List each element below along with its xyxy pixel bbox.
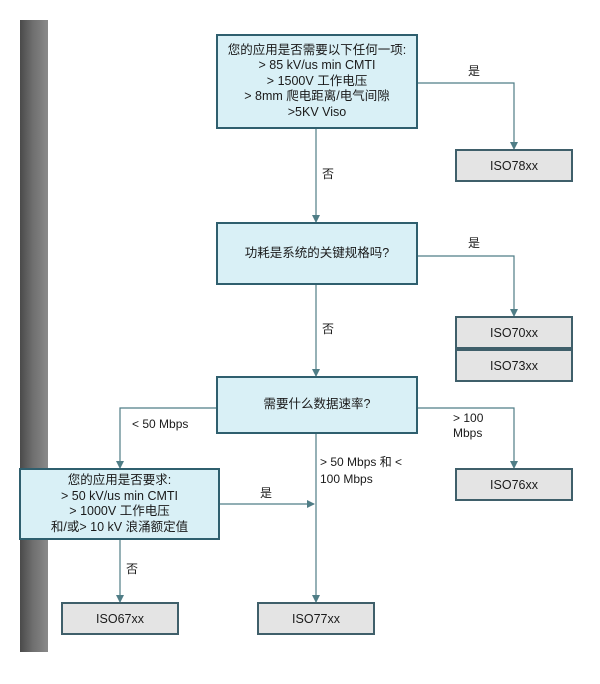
q1-yes-connector	[418, 82, 518, 150]
q3-high-label-line2: Mbps	[453, 426, 483, 440]
left-edge-bar	[20, 20, 48, 652]
q3-low-connector	[116, 407, 216, 469]
q3-high-label-line1: > 100	[453, 411, 484, 425]
question-box-q1: 您的应用是否需要以下任何一项: > 85 kV/us min CMTI > 15…	[216, 34, 418, 129]
q4-line-1: 您的应用是否要求:	[67, 473, 172, 487]
result-iso76xx: ISO76xx	[455, 468, 573, 501]
q4-line-4: 和/或> 10 kV 浪涌额定值	[50, 519, 189, 534]
q1-line-3: > 1500V 工作电压	[266, 73, 368, 88]
question-box-q4: 您的应用是否要求: > 50 kV/us min CMTI > 1000V 工作…	[19, 468, 220, 540]
q1-line-4: > 8mm 爬电距离/电气间隙	[244, 89, 390, 104]
question-box-q2: 功耗是系统的关键规格吗?	[216, 222, 418, 285]
q1-no-label: 否	[322, 167, 335, 181]
result-iso73xx-label: ISO73xx	[490, 358, 538, 373]
q2-text: 功耗是系统的关键规格吗?	[244, 245, 390, 260]
question-box-q3: 需要什么数据速率?	[216, 376, 418, 434]
q1-line-1: 您的应用是否需要以下任何一项:	[227, 42, 407, 57]
q3-mid-label-line2: 100 Mbps	[320, 472, 373, 486]
q3-text: 需要什么数据速率?	[263, 397, 371, 412]
result-iso78xx: ISO78xx	[455, 149, 573, 182]
result-iso78xx-label: ISO78xx	[490, 158, 538, 173]
result-iso77xx: ISO77xx	[257, 602, 375, 635]
q3-high-connector	[418, 407, 518, 469]
result-iso67xx: ISO67xx	[61, 602, 179, 635]
q2-yes-label: 是	[468, 236, 481, 250]
q2-yes-connector	[418, 255, 518, 317]
q4-yes-label: 是	[260, 486, 273, 500]
result-iso77xx-label: ISO77xx	[292, 611, 340, 626]
q1-yes-label: 是	[468, 64, 481, 78]
q3-low-label: < 50 Mbps	[132, 417, 189, 431]
q2-no-label: 否	[322, 322, 335, 336]
result-iso70xx-label: ISO70xx	[490, 325, 538, 340]
q4-line-3: > 1000V 工作电压	[69, 504, 170, 518]
result-iso73xx: ISO73xx	[455, 349, 573, 382]
result-iso76xx-label: ISO76xx	[490, 477, 538, 492]
result-iso67xx-label: ISO67xx	[96, 611, 144, 626]
q4-no-label: 否	[126, 562, 139, 576]
q3-mid-label-line1: > 50 Mbps 和 <	[320, 455, 403, 469]
q1-line-5: >5KV Viso	[287, 104, 347, 119]
q4-line-2: > 50 kV/us min CMTI	[60, 488, 179, 503]
result-iso70xx: ISO70xx	[455, 316, 573, 349]
q1-line-2: > 85 kV/us min CMTI	[258, 58, 376, 73]
